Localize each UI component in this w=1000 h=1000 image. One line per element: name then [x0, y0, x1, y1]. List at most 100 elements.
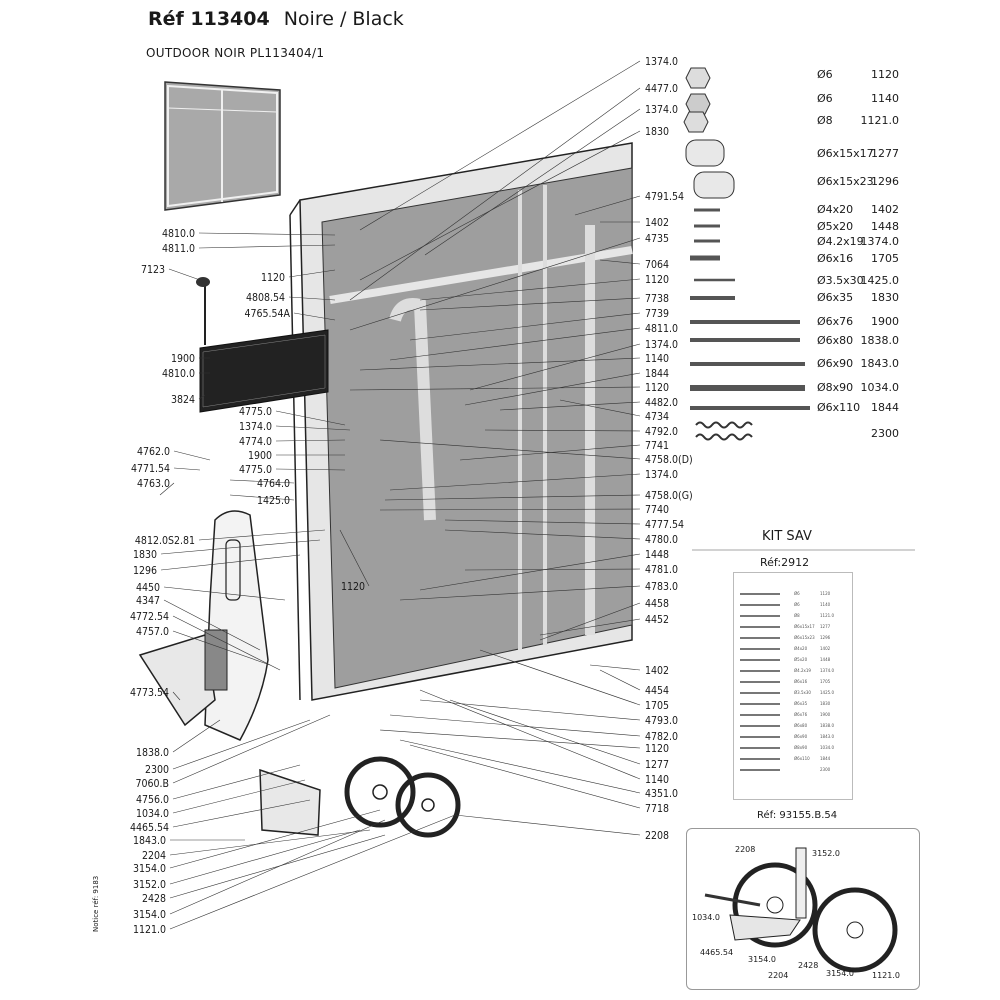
callout-right-3: 1830: [645, 126, 669, 138]
callout-right-19: 7741: [645, 440, 669, 452]
callout-right-30: 4452: [645, 614, 669, 626]
callout-right-28: 4783.0: [645, 581, 678, 593]
callout-right-33: 1705: [645, 700, 669, 712]
callout-right-31: 1402: [645, 665, 669, 677]
hardware-icons: [683, 67, 810, 441]
callout-left-24: 4347: [136, 595, 160, 607]
callout-right-34: 4793.0: [645, 715, 678, 727]
callout-left-21: 1296: [133, 565, 157, 577]
hardware-size-5: Ø4x20: [817, 203, 853, 216]
callout-left-0: 4810.0: [162, 228, 195, 240]
kit-row: 2300: [734, 767, 852, 773]
hardware-ref-3: 1277: [871, 147, 899, 160]
callout-left-22: 1120: [341, 581, 365, 593]
callout-right-26: 1448: [645, 549, 669, 561]
callout-left-6: 1900: [171, 353, 195, 365]
hardware-size-10: Ø6x35: [817, 291, 853, 304]
hardware-ref-0: 1120: [871, 68, 899, 81]
hardware-size-7: Ø4.2x19: [817, 235, 864, 248]
callout-left-25: 4772.54: [130, 611, 169, 623]
callout-right-22: 4758.0(G): [645, 490, 693, 502]
callout-right-5: 1402: [645, 217, 669, 229]
callout-left-8: 3824: [171, 394, 195, 406]
kit-title: KIT SAV: [762, 529, 812, 544]
callout-right-27: 4781.0: [645, 564, 678, 576]
hardware-size-15: Ø6x110: [817, 401, 860, 414]
wheel-kit-ref: Réf: 93155.B.54: [757, 810, 838, 821]
callout-right-18: 4792.0: [645, 426, 678, 438]
wheel-kit-drawing: [704, 847, 898, 973]
wheels: [344, 756, 461, 838]
callout-left-32: 1034.0: [136, 808, 169, 820]
callout-right-15: 1120: [645, 382, 669, 394]
callout-right-37: 1277: [645, 759, 669, 771]
callout-right-38: 1140: [645, 774, 669, 786]
callout-left-39: 3154.0: [133, 909, 166, 921]
callout-left-19: 4812.0S2.81: [135, 535, 195, 547]
model-subtitle: OUTDOOR NOIR PL113404/1: [146, 46, 325, 60]
callout-right-23: 7740: [645, 504, 669, 516]
callout-left-16: 4764.0: [257, 478, 290, 490]
callout-right-2: 1374.0: [645, 104, 678, 116]
callout-right-39: 4351.0: [645, 788, 678, 800]
callout-right-20: 4758.0(D): [645, 454, 693, 466]
callout-left-31: 4756.0: [136, 794, 169, 806]
callout-right-0: 1374.0: [645, 56, 678, 68]
callout-right-8: 1120: [645, 274, 669, 286]
callout-right-9: 7738: [645, 293, 669, 305]
callout-left-26: 4757.0: [136, 626, 169, 638]
hardware-size-4: Ø6x15x23: [817, 175, 874, 188]
callout-right-12: 1374.0: [645, 339, 678, 351]
callout-left-34: 1843.0: [133, 835, 166, 847]
hardware-size-9: Ø3.5x30: [817, 274, 864, 287]
callout-right-17: 4734: [645, 411, 669, 423]
folded-table-thumbnail: [164, 81, 281, 211]
wheel-kit-label-5: 2204: [768, 971, 788, 980]
hardware-size-11: Ø6x76: [817, 315, 853, 328]
callout-right-4: 4791.54: [645, 191, 684, 203]
callout-left-33: 4465.54: [130, 822, 169, 834]
callout-left-5: 4765.54A: [244, 308, 290, 320]
wheel-kit-label-2: 1034.0: [692, 913, 720, 922]
callout-left-17: 4763.0: [137, 478, 170, 490]
hardware-ref-12: 1838.0: [861, 334, 900, 347]
hardware-size-13: Ø6x90: [817, 357, 853, 370]
ref-label: Réf 113404: [148, 8, 270, 30]
wheel-kit-box: [686, 828, 920, 990]
callout-left-15: 4771.54: [131, 463, 170, 475]
callout-right-24: 4777.54: [645, 519, 684, 531]
callout-right-25: 4780.0: [645, 534, 678, 546]
callout-left-35: 2204: [142, 850, 166, 862]
callout-right-40: 7718: [645, 803, 669, 815]
hardware-ref-4: 1296: [871, 175, 899, 188]
wheel-kit-label-0: 2208: [735, 845, 755, 854]
callout-left-29: 2300: [145, 764, 169, 776]
callout-left-7: 4810.0: [162, 368, 195, 380]
hardware-ref-2: 1121.0: [861, 114, 900, 127]
color-name: Noire / Black: [283, 8, 404, 30]
hardware-size-6: Ø5x20: [817, 220, 853, 233]
wheel-kit-label-6: 2428: [798, 961, 818, 970]
callout-left-9: 4775.0: [239, 406, 272, 418]
callout-right-13: 1140: [645, 353, 669, 365]
hardware-size-2: Ø8: [817, 114, 833, 127]
callout-left-18: 1425.0: [257, 495, 290, 507]
hardware-ref-9: 1425.0: [861, 274, 900, 287]
callout-left-30: 7060.B: [135, 778, 169, 790]
hardware-size-12: Ø6x80: [817, 334, 853, 347]
callout-right-35: 4782.0: [645, 731, 678, 743]
callout-left-4: 4808.54: [246, 292, 285, 304]
